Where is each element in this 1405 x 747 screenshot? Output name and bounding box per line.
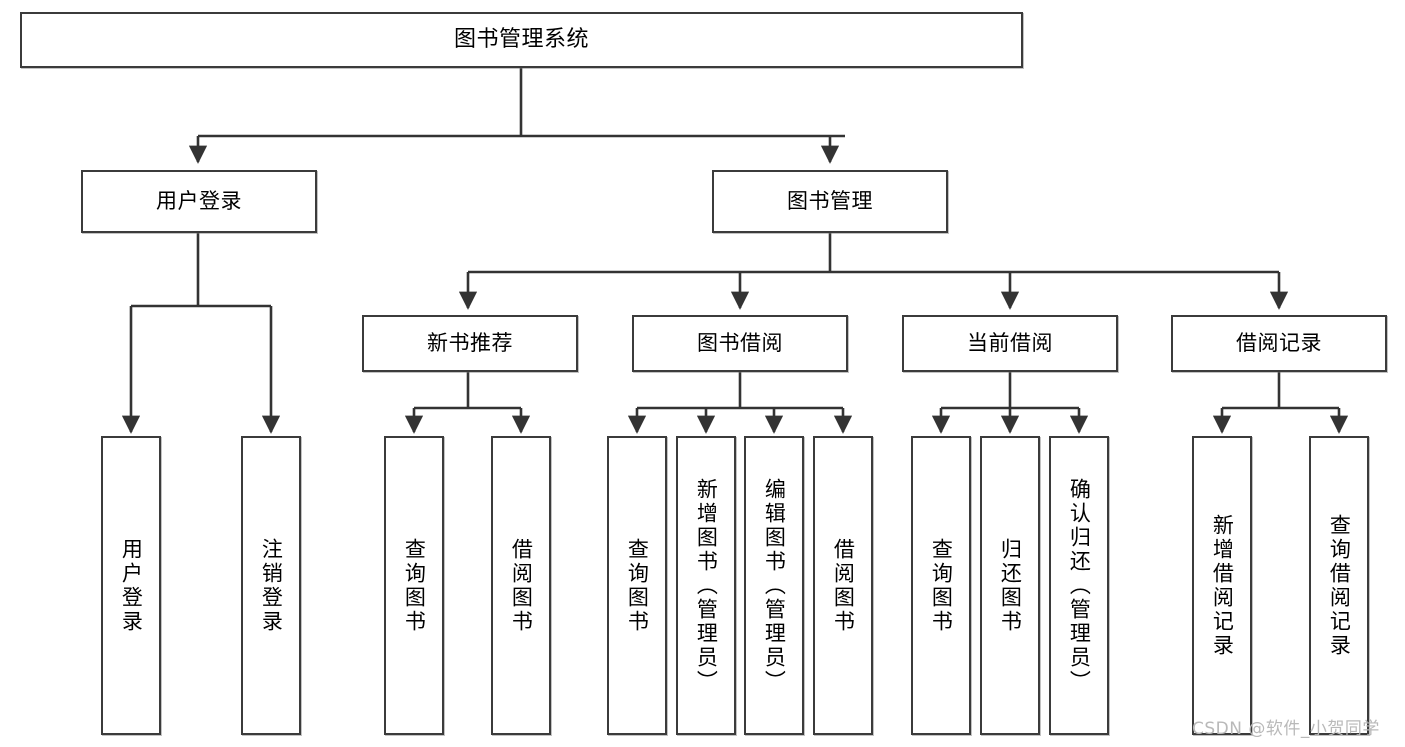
- leaf-return-book-label: 归还图书: [998, 537, 1023, 634]
- leaf-query-book-1-label: 查询图书: [402, 537, 427, 634]
- node-root[interactable]: 图书管理系统: [20, 12, 1023, 68]
- leaf-confirm-return-label: 确认归还（管理员）: [1067, 477, 1092, 694]
- node-root-label: 图书管理系统: [453, 26, 589, 52]
- leaf-user-login-label: 用户登录: [119, 537, 144, 634]
- node-current-borrow-label: 当前借阅: [967, 330, 1053, 355]
- node-book-manage[interactable]: 图书管理: [712, 170, 948, 233]
- leaf-query-book-2[interactable]: 查询图书: [607, 436, 667, 735]
- leaf-query-book-3-label: 查询图书: [929, 537, 954, 634]
- leaf-logout-login[interactable]: 注销登录: [241, 436, 301, 735]
- leaf-query-book-3[interactable]: 查询图书: [911, 436, 971, 735]
- leaf-query-book-2-label: 查询图书: [625, 537, 650, 634]
- node-book-borrow-label: 图书借阅: [697, 330, 783, 355]
- node-user-login-label: 用户登录: [156, 188, 242, 213]
- node-new-book-rec-label: 新书推荐: [427, 330, 513, 355]
- csdn-watermark: CSDN @软件_小贺同学: [1192, 719, 1380, 739]
- node-book-manage-label: 图书管理: [787, 188, 873, 213]
- leaf-logout-login-label: 注销登录: [259, 537, 284, 634]
- leaf-confirm-return[interactable]: 确认归还（管理员）: [1049, 436, 1109, 735]
- leaf-borrow-book-1-label: 借阅图书: [509, 537, 534, 634]
- leaf-add-record-label: 新增借阅记录: [1210, 513, 1235, 658]
- node-user-login[interactable]: 用户登录: [81, 170, 317, 233]
- leaf-edit-book[interactable]: 编辑图书（管理员）: [744, 436, 804, 735]
- node-borrow-record[interactable]: 借阅记录: [1171, 315, 1387, 372]
- leaf-return-book[interactable]: 归还图书: [980, 436, 1040, 735]
- leaf-add-record[interactable]: 新增借阅记录: [1192, 436, 1252, 735]
- leaf-edit-book-label: 编辑图书（管理员）: [762, 477, 787, 694]
- leaf-add-book-label: 新增图书（管理员）: [694, 477, 719, 694]
- node-new-book-rec[interactable]: 新书推荐: [362, 315, 578, 372]
- leaf-query-book-1[interactable]: 查询图书: [384, 436, 444, 735]
- leaf-borrow-book-2-label: 借阅图书: [831, 537, 856, 634]
- leaf-query-record[interactable]: 查询借阅记录: [1309, 436, 1369, 735]
- node-current-borrow[interactable]: 当前借阅: [902, 315, 1118, 372]
- leaf-user-login[interactable]: 用户登录: [101, 436, 161, 735]
- node-borrow-record-label: 借阅记录: [1236, 330, 1322, 355]
- node-book-borrow[interactable]: 图书借阅: [632, 315, 848, 372]
- leaf-query-record-label: 查询借阅记录: [1327, 513, 1352, 658]
- leaf-add-book[interactable]: 新增图书（管理员）: [676, 436, 736, 735]
- leaf-borrow-book-1[interactable]: 借阅图书: [491, 436, 551, 735]
- leaf-borrow-book-2[interactable]: 借阅图书: [813, 436, 873, 735]
